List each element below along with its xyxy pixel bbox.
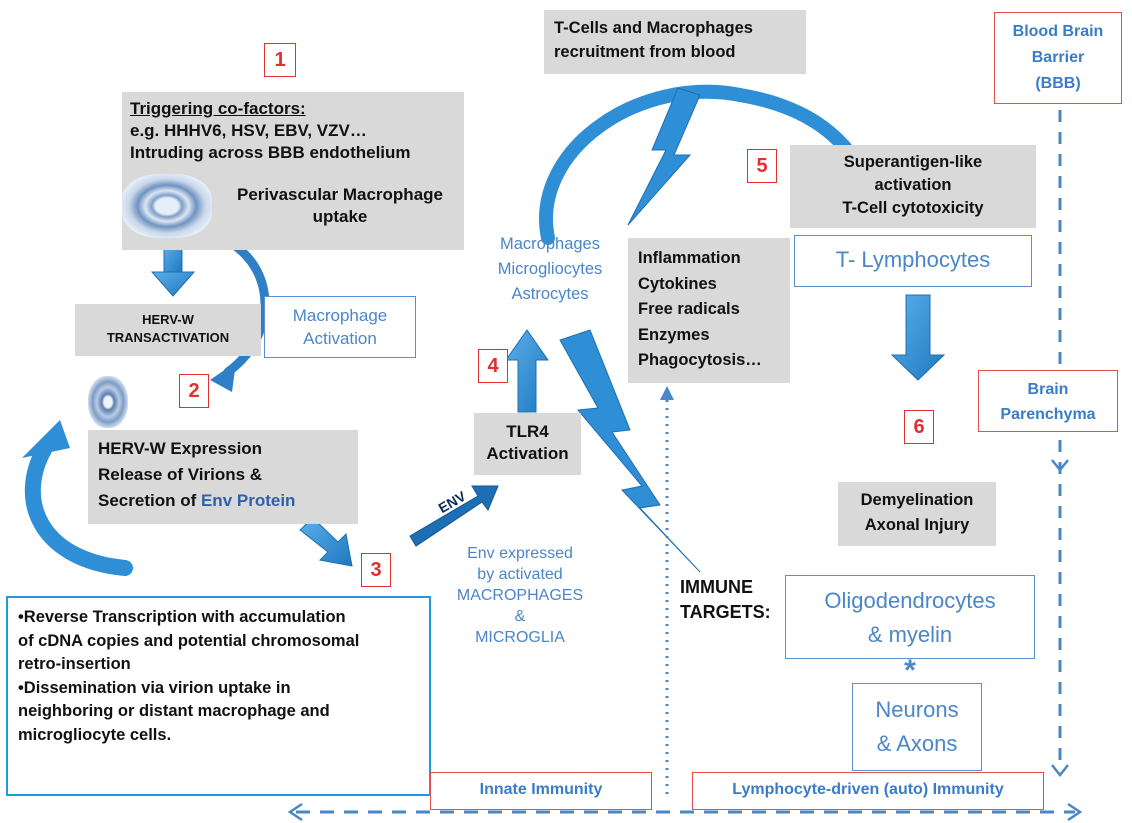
- triggering-cofactors-box: Triggering co-factors: e.g. HHHV6, HSV, …: [122, 92, 464, 250]
- triggering-intruding: Intruding across BBB endothelium: [130, 143, 411, 162]
- step-1-badge: 1: [264, 43, 296, 77]
- macrophage-cell-image: [122, 174, 212, 238]
- rt-bullet2-line1: •Dissemination via virion uptake in: [18, 678, 291, 697]
- uptake-line-1: Perivascular Macrophage: [237, 185, 443, 204]
- inflammation-line-1: Inflammation: [638, 249, 741, 267]
- env-expressed-line-1: Env expressed: [467, 545, 573, 562]
- bbb-line-3: (BBB): [1035, 75, 1081, 92]
- brain-parenchyma-line-2: Parenchyma: [1000, 406, 1096, 423]
- rt-bullet2-line3: microgliocyte cells.: [18, 725, 172, 744]
- asterisk-connector: *: [904, 654, 916, 687]
- bottom-dashed-double-arrow: [287, 802, 1083, 822]
- arrow-to-step-3: [299, 517, 353, 567]
- bbb-box: Blood Brain Barrier (BBB): [994, 12, 1122, 104]
- glia-macrophages: Macrophages: [500, 235, 600, 253]
- oligodendrocytes-box: Oligodendrocytes & myelin: [785, 575, 1035, 659]
- tlr4-activation-box: TLR4 Activation: [474, 413, 581, 475]
- immune-targets-line-2: TARGETS:: [680, 602, 771, 622]
- brain-parenchyma-box: Brain Parenchyma: [978, 370, 1118, 432]
- step-6-badge: 6: [904, 410, 934, 444]
- rt-bullet1-line3: retro-insertion: [18, 655, 131, 673]
- herv-cell-image: [88, 376, 128, 428]
- demyelination-line-1: Demyelination: [860, 491, 974, 509]
- macrophage-activation-line-2: Activation: [303, 329, 377, 348]
- oligodendrocytes-line-2: & myelin: [867, 622, 953, 647]
- glia-astrocytes: Astrocytes: [511, 285, 589, 303]
- bbb-line-1: Blood Brain: [1012, 23, 1104, 40]
- env-expressed-line-4: MICROGLIA: [475, 629, 565, 646]
- superantigen-box: Superantigen-like activation T-Cell cyto…: [790, 145, 1036, 228]
- arrow-down-to-transactivation: [150, 245, 196, 297]
- recruitment-line-1: T-Cells and Macrophages: [554, 19, 753, 37]
- neurons-line-1: Neurons: [875, 697, 959, 722]
- curved-arrow-feedback: [22, 420, 133, 576]
- recruitment-line-2: recruitment from blood: [554, 43, 736, 61]
- triggering-title: Triggering co-factors:: [130, 99, 306, 118]
- demyelination-line-2: Axonal Injury: [864, 516, 970, 534]
- bbb-line-2: Barrier: [1031, 49, 1085, 66]
- lightning-bolt-top: [627, 87, 701, 226]
- inflammation-line-2: Cytokines: [638, 274, 717, 293]
- inflammation-line-4: Enzymes: [638, 325, 710, 344]
- t-lymphocytes-box: T- Lymphocytes: [794, 235, 1032, 287]
- rt-bullet2-line2: neighboring or distant macrophage and: [18, 702, 330, 720]
- neurons-line-2: & Axons: [876, 731, 958, 756]
- innate-immunity-box: Innate Immunity: [430, 772, 652, 810]
- tlr4-line-1: TLR4: [506, 422, 549, 441]
- herv-expression-box: HERV-W Expression Release of Virions & S…: [88, 430, 358, 524]
- step-3-badge: 3: [361, 553, 391, 587]
- oligodendrocytes-line-1: Oligodendrocytes: [824, 588, 996, 613]
- perivascular-uptake-label: Perivascular Macrophage uptake: [220, 184, 460, 228]
- env-arrow: [409, 485, 499, 547]
- recruitment-box: T-Cells and Macrophages recruitment from…: [544, 10, 806, 74]
- env-expressed-line-3: MACROPHAGES &: [456, 587, 584, 625]
- arrow-up-to-glia: [505, 329, 549, 413]
- lightning-bolt-bottom: [559, 329, 701, 573]
- superantigen-line-1: Superantigen-like: [843, 153, 983, 171]
- lymphocyte-immunity-box: Lymphocyte-driven (auto) Immunity: [692, 772, 1044, 810]
- transactivation-line-2: TRANSACTIVATION: [106, 330, 230, 345]
- dotted-line-innate-boundary: [660, 386, 674, 800]
- immune-targets-label: IMMUNE TARGETS:: [680, 575, 800, 625]
- uptake-line-2: uptake: [312, 207, 368, 226]
- macrophage-activation-line-1: Macrophage: [292, 306, 388, 325]
- superantigen-line-2: activation: [874, 176, 952, 194]
- bbb-dashed-line: [1051, 110, 1069, 778]
- inflammation-line-5: Phagocytosis…: [638, 351, 762, 369]
- secretion-text: Secretion of: [98, 491, 201, 510]
- herv-expression-line-3: Secretion of Env Protein: [98, 488, 348, 514]
- step-5-badge: 5: [747, 149, 777, 183]
- env-expressed-label: Env expressed by activated MACROPHAGES &…: [450, 543, 590, 648]
- rt-bullet1-line1: •Reverse Transcription with accumulation: [18, 608, 346, 626]
- neurons-box: Neurons & Axons: [852, 683, 982, 771]
- superantigen-line-3: T-Cell cytotoxicity: [842, 199, 984, 217]
- reverse-transcription-box: •Reverse Transcription with accumulation…: [6, 596, 431, 796]
- macrophage-activation-box: Macrophage Activation: [264, 296, 416, 358]
- demyelination-box: Demyelination Axonal Injury: [838, 482, 996, 546]
- tlr4-line-2: Activation: [486, 444, 569, 463]
- rt-bullet1-line2: of cDNA copies and potential chromosomal: [18, 631, 360, 650]
- brain-parenchyma-line-1: Brain: [1027, 381, 1069, 398]
- transactivation-line-1: HERV-W: [142, 312, 194, 327]
- glia-microgliocytes: Microgliocytes: [497, 260, 603, 278]
- glia-cells-label: Macrophages Microgliocytes Astrocytes: [470, 232, 630, 307]
- herv-expression-line-2: Release of Virions &: [98, 465, 263, 484]
- immune-targets-line-1: IMMUNE: [680, 577, 753, 597]
- inflammation-box: Inflammation Cytokines Free radicals Enz…: [628, 238, 790, 383]
- env-expressed-line-2: by activated: [477, 566, 563, 583]
- step-4-badge: 4: [478, 349, 508, 383]
- arrow-down-from-t-lymphocytes: [890, 294, 946, 381]
- herv-transactivation-box: HERV-W TRANSACTIVATION: [75, 304, 261, 356]
- inflammation-line-3: Free radicals: [638, 300, 740, 318]
- herv-expression-line-1: HERV-W Expression: [98, 439, 263, 458]
- env-protein-text: Env Protein: [200, 491, 296, 510]
- step-2-badge: 2: [179, 374, 209, 408]
- triggering-examples: e.g. HHHV6, HSV, EBV, VZV…: [130, 121, 367, 140]
